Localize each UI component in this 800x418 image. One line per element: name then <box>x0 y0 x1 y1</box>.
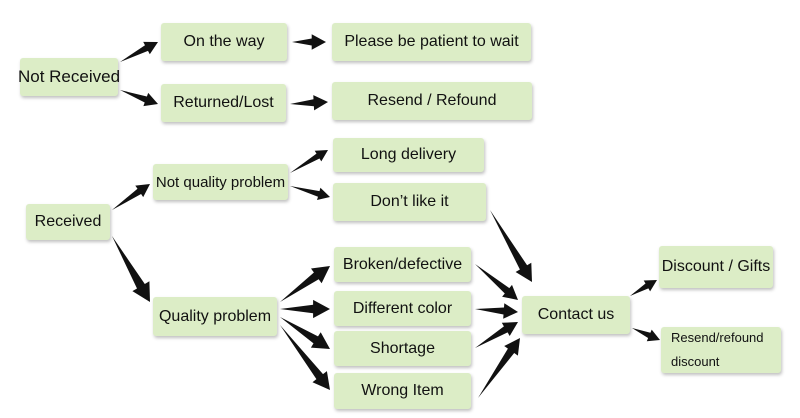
node-contact-us: Contact us <box>522 296 630 334</box>
arrow-quality-to-wrong-item <box>280 325 330 390</box>
arrow-not-quality-to-dont-like <box>290 186 330 200</box>
node-broken-defective: Broken/defective <box>334 247 471 282</box>
node-received: Received <box>26 204 110 240</box>
node-quality-problem: Quality problem <box>153 297 277 336</box>
arrow-not-received-to-on-the-way <box>120 41 158 62</box>
arrow-returned-lost-to-resend <box>290 95 328 111</box>
node-resend-refound: Resend / Refound <box>332 82 532 120</box>
node-on-the-way: On the way <box>161 23 287 61</box>
arrow-contact-to-resend-refound <box>632 328 660 342</box>
node-discount-gifts: Discount / Gifts <box>659 246 773 288</box>
node-shortage: Shortage <box>334 331 471 366</box>
arrow-different-color-to-contact <box>475 303 518 319</box>
arrow-contact-to-discount <box>630 280 657 296</box>
node-dont-like-it: Don’t like it <box>333 183 486 221</box>
arrow-not-quality-to-long-delivery <box>290 150 328 173</box>
arrow-received-to-not-quality <box>112 184 150 210</box>
arrow-broken-to-contact <box>475 264 518 300</box>
arrow-quality-to-different-color <box>280 299 330 319</box>
arrow-wrong-item-to-contact <box>478 338 520 398</box>
arrow-quality-to-shortage <box>280 317 330 349</box>
resend-refound-line-2: discount <box>671 354 720 369</box>
node-please-be-patient: Please be patient to wait <box>332 23 531 61</box>
node-not-quality-problem: Not quality problem <box>153 164 288 200</box>
node-not-received: Not Received <box>18 58 120 96</box>
node-resend-refound-discount: Resend/refound discount <box>661 327 781 373</box>
arrow-received-to-quality <box>112 236 150 302</box>
arrow-dont-like-to-contact <box>490 210 532 282</box>
arrow-shortage-to-contact <box>475 322 518 348</box>
node-wrong-item: Wrong Item <box>334 373 471 409</box>
node-different-color: Different color <box>334 291 471 326</box>
node-long-delivery: Long delivery <box>333 138 484 172</box>
arrow-on-the-way-to-please-wait <box>292 34 326 50</box>
resend-refound-line-1: Resend/refound <box>671 330 764 345</box>
arrow-quality-to-broken <box>280 266 330 302</box>
node-returned-lost: Returned/Lost <box>161 84 286 122</box>
arrow-not-received-to-returned-lost <box>120 90 158 107</box>
